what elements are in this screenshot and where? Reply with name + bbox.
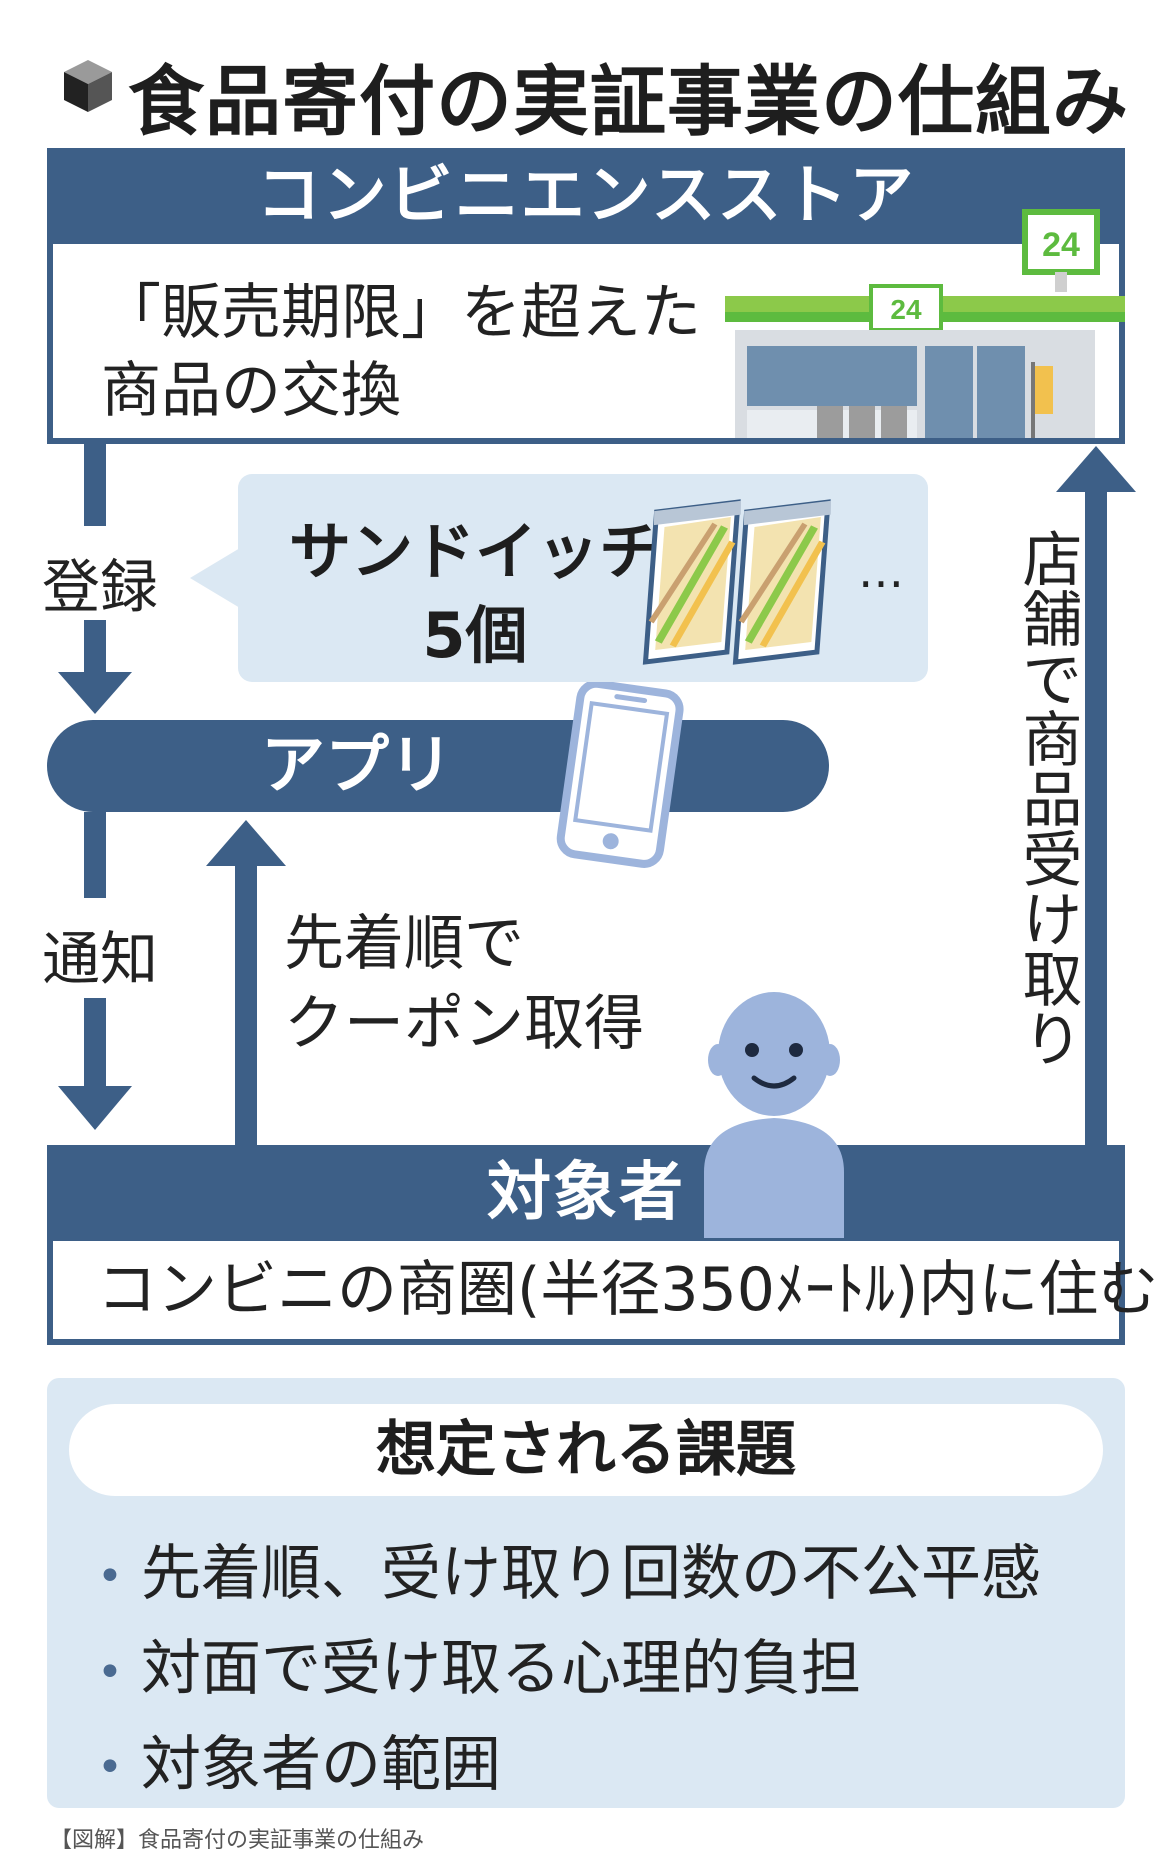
issues-panel: 想定される課題 • 先着順、受け取り回数の不公平感 • 対面で受け取る心理的負担 •…	[47, 1378, 1125, 1808]
register-arrow-shaft-top	[84, 444, 106, 526]
store-desc-line2: 商品の交換	[101, 356, 401, 426]
issues-header: 想定される課題	[69, 1404, 1103, 1496]
bubble-item-count: 5個	[422, 599, 528, 672]
cube-icon	[64, 60, 112, 112]
register-label: 登録	[42, 553, 159, 621]
coupon-line1: 先着順で	[284, 909, 524, 979]
bullet-icon: •	[97, 1646, 123, 1698]
issue-item: • 対面で受け取る心理的負担	[97, 1623, 1041, 1718]
sandwich-bubble: サンドイッチ 5個 …	[238, 474, 928, 682]
coupon-arrow-shaft	[235, 864, 257, 1146]
issue-item: • 先着順、受け取り回数の不公平感	[97, 1528, 1041, 1623]
app-label: アプリ	[261, 729, 453, 803]
issues-list: • 先着順、受け取り回数の不公平感 • 対面で受け取る心理的負担 • 対象者の範囲	[97, 1528, 1041, 1814]
issue-item: • 対象者の範囲	[97, 1719, 1041, 1814]
bullet-icon: •	[97, 1742, 123, 1794]
target-header: 対象者	[487, 1156, 685, 1230]
register-arrow-shaft-bottom	[84, 620, 106, 674]
smartphone-icon	[556, 682, 684, 868]
bubble-item-name: サンドイッチ	[288, 515, 661, 588]
store-header: コンビニエンスストア	[256, 159, 916, 233]
notify-arrow-shaft-top	[84, 812, 106, 898]
bubble-tail	[190, 548, 240, 608]
target-panel: 対象者 コンビニの商圏(半径350ﾒｰﾄﾙ)内に住む	[47, 1145, 1158, 1345]
bullet-icon: •	[97, 1551, 123, 1603]
app-bar: アプリ	[47, 720, 829, 812]
sandwich-icon	[642, 499, 832, 665]
figure-caption: 【図解】食品寄付の実証事業の仕組み	[50, 1828, 425, 1853]
title-row: 食品寄付の実証事業の仕組み	[50, 30, 1130, 146]
issue-text: 先着順、受け取り回数の不公平感	[141, 1539, 1041, 1609]
store-body: 「販売期限」を超えた 商品の交換 24 24	[53, 209, 1125, 438]
store-desc-line1: 「販売期限」を超えた	[101, 278, 701, 348]
notify-label: 通知	[42, 925, 159, 993]
notify-arrow-head	[58, 1086, 132, 1130]
coupon-arrow-head	[206, 820, 286, 866]
notify-arrow-shaft-bottom	[84, 998, 106, 1090]
store-panel: コンビニエンスストア 「販売期限」を超えた 商品の交換 24 24	[47, 148, 1125, 444]
roof-sign-number: 24	[890, 294, 922, 325]
pole-sign-number: 24	[1042, 226, 1080, 264]
coupon-line2: クーポン取得	[284, 989, 644, 1059]
target-description: コンビニの商圏(半径350ﾒｰﾄﾙ)内に住む	[97, 1255, 1158, 1325]
issue-text: 対象者の範囲	[141, 1729, 501, 1800]
convenience-store-icon: 24 24	[725, 209, 1125, 438]
coupon-text: 先着順で クーポン取得	[284, 904, 644, 1064]
bubble-ellipsis: …	[858, 544, 904, 598]
pickup-arrow-head	[1056, 446, 1136, 492]
page-title: 食品寄付の実証事業の仕組み	[128, 57, 1129, 146]
pickup-label: 店舗で商品受け取り	[1012, 528, 1082, 1068]
pickup-arrow-shaft	[1085, 490, 1107, 1146]
target-body: コンビニの商圏(半径350ﾒｰﾄﾙ)内に住む	[53, 1241, 1158, 1339]
person-icon	[704, 992, 844, 1238]
bubble-text: サンドイッチ 5個	[250, 510, 700, 678]
store-description: 「販売期限」を超えた 商品の交換	[101, 274, 701, 430]
register-arrow-head	[58, 672, 132, 714]
issue-text: 対面で受け取る心理的負担	[141, 1634, 861, 1705]
